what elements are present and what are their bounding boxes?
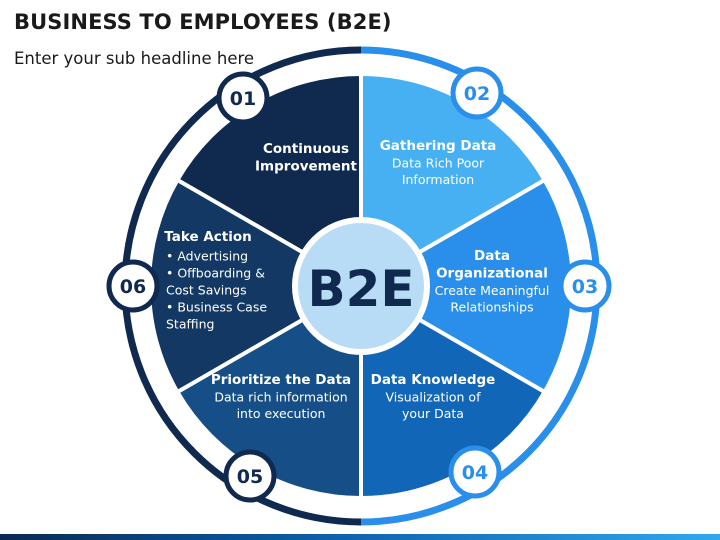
- badge-number: 03: [572, 276, 598, 298]
- badge-number: 04: [462, 462, 488, 484]
- segment-title: Take Action: [164, 229, 251, 245]
- badge-circle: [106, 259, 160, 313]
- badge-number: 05: [237, 466, 263, 488]
- segment-06-text: Take Action• Advertising• Offboarding & …: [164, 229, 267, 332]
- badge-number: 06: [120, 276, 146, 298]
- segment-title: Data: [474, 248, 510, 264]
- badge-circle: [223, 449, 277, 503]
- number-badge-06: 06: [106, 259, 160, 313]
- segment-bullet: Cost Savings: [166, 283, 247, 298]
- page-subtitle: Enter your sub headline here: [14, 49, 255, 68]
- segment-title: Improvement: [255, 159, 357, 175]
- segment-bullet: • Advertising: [166, 249, 248, 264]
- segment-title: Gathering Data: [380, 138, 497, 154]
- number-badge-03: 03: [558, 259, 612, 313]
- segment-title: Organizational: [436, 266, 548, 282]
- segment-bullet: • Business Case: [166, 300, 267, 315]
- segment-title: Prioritize the Data: [211, 372, 351, 388]
- segment-body: Visualization of: [386, 390, 482, 405]
- page-title: BUSINESS TO EMPLOYEES (B2E): [14, 10, 392, 34]
- number-badge-02: 02: [450, 66, 504, 120]
- badge-number: 02: [464, 83, 490, 105]
- segment-title: Data Knowledge: [371, 372, 496, 388]
- segment-body: your Data: [402, 406, 464, 421]
- number-badge-01: 01: [216, 71, 270, 125]
- center-label: B2E: [307, 260, 414, 318]
- bottom-accent-bar: [0, 534, 720, 540]
- segment-bullet: Staffing: [166, 317, 214, 332]
- badge-circle: [448, 445, 502, 499]
- segment-title: Continuous: [263, 141, 349, 157]
- segment-body: Information: [402, 172, 474, 187]
- segment-body: Relationships: [450, 300, 533, 315]
- badge-circle: [558, 259, 612, 313]
- segment-body: into execution: [237, 406, 326, 421]
- center-hub: [292, 217, 430, 355]
- badge-number: 01: [230, 88, 256, 110]
- segment-body: Data Rich Poor: [392, 156, 485, 171]
- segment-body: Create Meaningful: [435, 283, 550, 298]
- number-badge-04: 04: [448, 445, 502, 499]
- badge-circle: [216, 71, 270, 125]
- number-badge-05: 05: [223, 449, 277, 503]
- badge-circle: [450, 66, 504, 120]
- segment-bullet: • Offboarding &: [166, 266, 265, 281]
- segment-body: Data rich information: [214, 390, 347, 405]
